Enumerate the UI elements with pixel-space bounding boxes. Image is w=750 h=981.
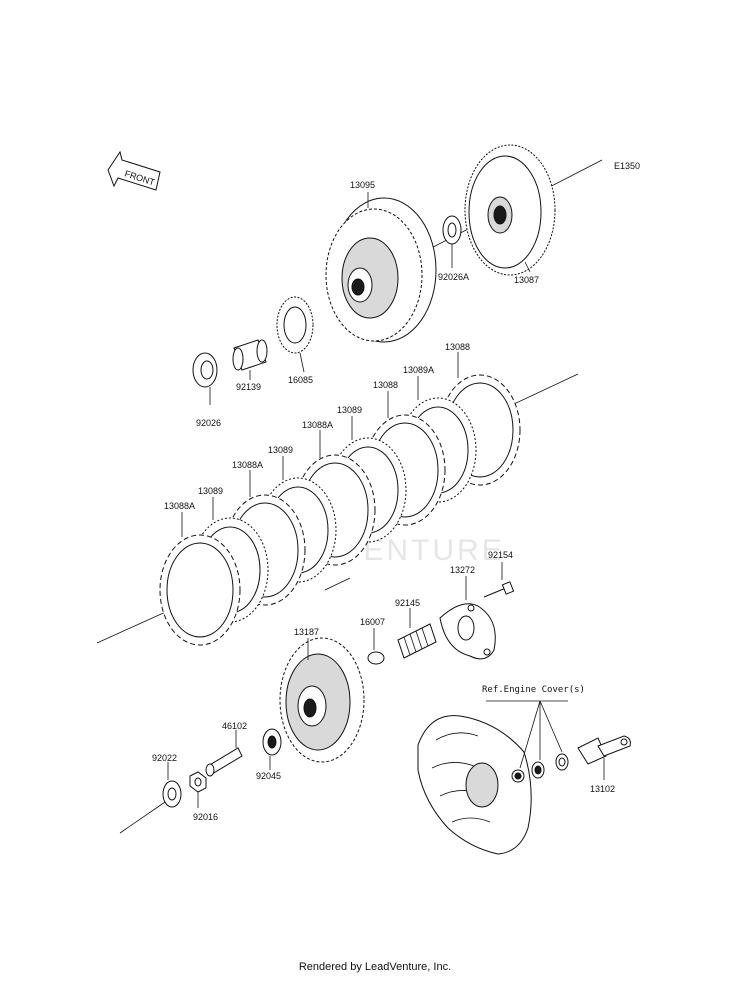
ref-engine-cover-note: Ref.Engine Cover(s): [482, 685, 585, 695]
label-13089-b: 13089: [268, 445, 293, 455]
label-13088-top: 13088: [445, 342, 470, 352]
label-13187: 13187: [294, 627, 319, 637]
label-13088A-c: 13088A: [164, 501, 195, 511]
part-13187-pressure-plate: [279, 637, 365, 763]
label-16007: 16007: [360, 617, 385, 627]
label-13089-c: 13089: [198, 486, 223, 496]
axis-line-disc: [324, 577, 351, 591]
leader-ref-c: [539, 700, 563, 753]
part-16085-sprocket: [276, 296, 314, 354]
label-92026A: 92026A: [438, 272, 469, 282]
label-92145: 92145: [395, 598, 420, 608]
leader-13087: [524, 261, 531, 273]
label-92016: 92016: [193, 812, 218, 822]
front-arrow-icon: FRONT: [107, 150, 161, 191]
label-13102: 13102: [590, 784, 615, 794]
label-16085: 16085: [288, 375, 313, 385]
label-92045: 92045: [256, 771, 281, 781]
engine-cover-reference: [417, 715, 532, 855]
plate-13088A-c-inner: [166, 542, 234, 638]
leader-16085: [299, 352, 305, 373]
leader-ref-b: [519, 700, 541, 769]
label-92154: 92154: [488, 550, 513, 560]
part-92139-bushing: [232, 339, 268, 371]
label-92139: 92139: [236, 382, 261, 392]
part-92016-nut: [189, 771, 207, 793]
part-92154-bolt: [483, 581, 515, 598]
part-92145-spring: [397, 623, 437, 659]
label-92022: 92022: [152, 753, 177, 763]
seal-pair: [531, 753, 569, 779]
label-46102: 46102: [222, 721, 247, 731]
part-92045-bearing: [262, 728, 282, 756]
diagram-code: E1350: [614, 161, 640, 171]
part-13272-plate: [439, 603, 496, 660]
part-92026A-washer: [442, 215, 462, 245]
label-13087: 13087: [514, 275, 539, 285]
part-92022-washer: [162, 780, 182, 808]
axis-line-left: [96, 609, 171, 644]
part-46102-push-rod: [205, 747, 243, 777]
label-13088A-a: 13088A: [302, 420, 333, 430]
label-13089A: 13089A: [403, 365, 434, 375]
part-16007-ring: [367, 651, 385, 665]
part-92026-washer: [192, 352, 218, 388]
part-13095-housing: [325, 197, 437, 343]
footer-credit: Rendered by LeadVenture, Inc.: [298, 961, 452, 973]
label-13089-a: 13089: [337, 405, 362, 415]
label-92026: 92026: [196, 418, 221, 428]
label-13272: 13272: [450, 565, 475, 575]
part-13102-release-shaft: [577, 735, 631, 765]
label-13095: 13095: [350, 180, 375, 190]
label-13088A-b: 13088A: [232, 460, 263, 470]
clutch-plate-stack: [159, 374, 521, 646]
label-13088-b: 13088: [373, 380, 398, 390]
axis-line-bottom: [119, 799, 169, 834]
part-13087-gear: [464, 144, 556, 276]
